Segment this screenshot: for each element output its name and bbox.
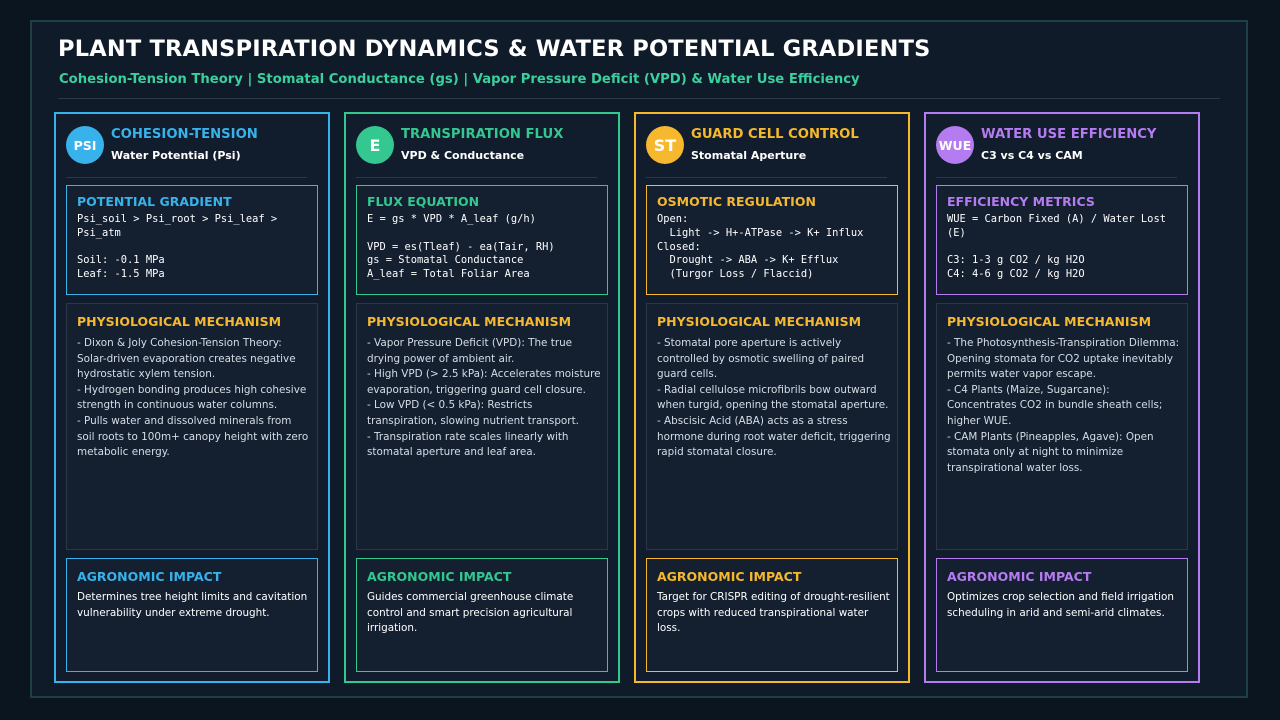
- impact-title: AGRONOMIC IMPACT: [657, 569, 802, 584]
- mechanism-box: PHYSIOLOGICAL MECHANISM - The Photosynth…: [936, 303, 1188, 550]
- impact-text: Determines tree height limits and cavita…: [77, 591, 308, 619]
- card-title: GUARD CELL CONTROL: [691, 127, 859, 142]
- equation-title: EFFICIENCY METRICS: [947, 194, 1095, 209]
- equation-line: Leaf: -1.5 MPa: [77, 268, 165, 281]
- equation-title: POTENTIAL GRADIENT: [77, 194, 232, 209]
- card-transpiration-flux: E TRANSPIRATION FLUX VPD & Conductance F…: [344, 112, 620, 683]
- impact-text: Target for CRISPR editing of drought-res…: [657, 591, 890, 635]
- card-subtitle: Stomatal Aperture: [691, 149, 807, 162]
- stomata-badge-icon: ST: [646, 126, 684, 164]
- psi-badge-icon: PSI: [66, 126, 104, 164]
- equation-text: WUE = Carbon Fixed (A) / Water Lost (E) …: [947, 213, 1181, 282]
- equation-line: VPD = es(Tleaf) - ea(Tair, RH): [367, 240, 555, 253]
- equation-line: gs = Stomatal Conductance: [367, 254, 524, 267]
- mechanism-title: PHYSIOLOGICAL MECHANISM: [77, 314, 282, 329]
- card-subtitle: VPD & Conductance: [401, 149, 525, 162]
- mechanism-item: - High VPD (> 2.5 kPa): Accelerates mois…: [367, 368, 601, 396]
- equation-title: OSMOTIC REGULATION: [657, 194, 816, 209]
- mechanism-title: PHYSIOLOGICAL MECHANISM: [947, 314, 1152, 329]
- mechanism-item: - The Photosynthesis-Transpiration Dilem…: [947, 337, 1180, 381]
- mechanism-list: - Stomatal pore aperture is actively con…: [657, 336, 891, 461]
- impact-box: AGRONOMIC IMPACT Optimizes crop selectio…: [936, 558, 1188, 672]
- card-guard-cell-control: ST GUARD CELL CONTROL Stomatal Aperture …: [634, 112, 910, 683]
- card-subtitle: C3 vs C4 vs CAM: [981, 149, 1083, 162]
- equation-title: FLUX EQUATION: [367, 194, 480, 209]
- equation-text: Psi_soil > Psi_root > Psi_leaf > Psi_atm…: [77, 213, 311, 282]
- impact-box: AGRONOMIC IMPACT Guides commercial green…: [356, 558, 608, 672]
- mechanism-item: - Stomatal pore aperture is actively con…: [657, 337, 865, 381]
- mechanism-list: - The Photosynthesis-Transpiration Dilem…: [947, 336, 1181, 476]
- equation-box: POTENTIAL GRADIENT Psi_soil > Psi_root >…: [66, 185, 318, 295]
- card-subtitle: Water Potential (Psi): [111, 149, 241, 162]
- mechanism-item: - Hydrogen bonding produces high cohesiv…: [77, 383, 307, 412]
- card-cohesion-tension: PSI COHESION-TENSION Water Potential (Ps…: [54, 112, 330, 683]
- mechanism-item: - Abscisic Acid (ABA) acts as a stress h…: [657, 414, 891, 459]
- flux-badge-icon: E: [356, 126, 394, 164]
- impact-box: AGRONOMIC IMPACT Determines tree height …: [66, 558, 318, 672]
- equation-line: C4: 4-6 g CO2 / kg H2O: [947, 268, 1085, 281]
- card-title: TRANSPIRATION FLUX: [401, 127, 564, 142]
- mechanism-box: PHYSIOLOGICAL MECHANISM - Dixon & Joly C…: [66, 303, 318, 550]
- equation-line: E = gs * VPD * A_leaf (g/h): [367, 213, 536, 225]
- card-divider: [646, 177, 887, 178]
- mechanism-box: PHYSIOLOGICAL MECHANISM - Stomatal pore …: [646, 303, 898, 550]
- mechanism-item: - Transpiration rate scales linearly wit…: [367, 430, 569, 459]
- equation-line: Open:: [657, 213, 689, 225]
- mechanism-item: - Radial cellulose microfibrils bow outw…: [657, 383, 889, 412]
- equation-line: C3: 1-3 g CO2 / kg H2O: [947, 254, 1085, 267]
- impact-title: AGRONOMIC IMPACT: [77, 569, 222, 584]
- impact-title: AGRONOMIC IMPACT: [947, 569, 1092, 584]
- mechanism-item: - Dixon & Joly Cohesion-Tension Theory: …: [77, 337, 296, 381]
- equation-line: Psi_soil > Psi_root > Psi_leaf > Psi_atm: [77, 213, 284, 239]
- equation-box: FLUX EQUATION E = gs * VPD * A_leaf (g/h…: [356, 185, 608, 295]
- wue-badge-icon: WUE: [936, 126, 974, 164]
- mechanism-item: - C4 Plants (Maize, Sugarcane): Concentr…: [947, 383, 1163, 427]
- equation-line: Drought -> ABA -> K+ Efflux: [657, 254, 839, 267]
- mechanism-title: PHYSIOLOGICAL MECHANISM: [657, 314, 862, 329]
- mechanism-item: - Low VPD (< 0.5 kPa): Restricts transpi…: [367, 399, 579, 427]
- equation-box: EFFICIENCY METRICS WUE = Carbon Fixed (A…: [936, 185, 1188, 295]
- equation-text: Open: Light -> H+-ATPase -> K+ Influx Cl…: [657, 213, 891, 282]
- card-title: COHESION-TENSION: [111, 127, 258, 142]
- page-subtitle: Cohesion-Tension Theory | Stomatal Condu…: [59, 72, 860, 87]
- card-title: WATER USE EFFICIENCY: [981, 127, 1157, 142]
- equation-line: Soil: -0.1 MPa: [77, 254, 165, 267]
- card-divider: [356, 177, 597, 178]
- mechanism-item: - Pulls water and dissolved minerals fro…: [77, 414, 309, 459]
- header-divider: [58, 98, 1220, 99]
- equation-box: OSMOTIC REGULATION Open: Light -> H+-ATP…: [646, 185, 898, 295]
- impact-title: AGRONOMIC IMPACT: [367, 569, 512, 584]
- mechanism-item: - Vapor Pressure Deficit (VPD): The true…: [367, 337, 573, 365]
- card-water-use-efficiency: WUE WATER USE EFFICIENCY C3 vs C4 vs CAM…: [924, 112, 1200, 683]
- mechanism-list: - Dixon & Joly Cohesion-Tension Theory: …: [77, 336, 311, 461]
- mechanism-box: PHYSIOLOGICAL MECHANISM - Vapor Pressure…: [356, 303, 608, 550]
- impact-box: AGRONOMIC IMPACT Target for CRISPR editi…: [646, 558, 898, 672]
- equation-line: Closed:: [657, 240, 701, 253]
- card-divider: [66, 177, 307, 178]
- card-divider: [936, 177, 1177, 178]
- mechanism-item: - CAM Plants (Pineapples, Agave): Open s…: [947, 430, 1154, 474]
- equation-line: Light -> H+-ATPase -> K+ Influx: [657, 226, 864, 239]
- equation-text: E = gs * VPD * A_leaf (g/h) VPD = es(Tle…: [367, 213, 601, 282]
- page-title: PLANT TRANSPIRATION DYNAMICS & WATER POT…: [58, 36, 931, 62]
- mechanism-title: PHYSIOLOGICAL MECHANISM: [367, 314, 572, 329]
- impact-text: Optimizes crop selection and field irrig…: [947, 591, 1174, 619]
- equation-line: A_leaf = Total Foliar Area: [367, 268, 530, 281]
- equation-line: (Turgor Loss / Flaccid): [657, 268, 814, 281]
- equation-line: WUE = Carbon Fixed (A) / Water Lost (E): [947, 213, 1173, 239]
- mechanism-list: - Vapor Pressure Deficit (VPD): The true…: [367, 336, 601, 461]
- impact-text: Guides commercial greenhouse climate con…: [367, 591, 574, 635]
